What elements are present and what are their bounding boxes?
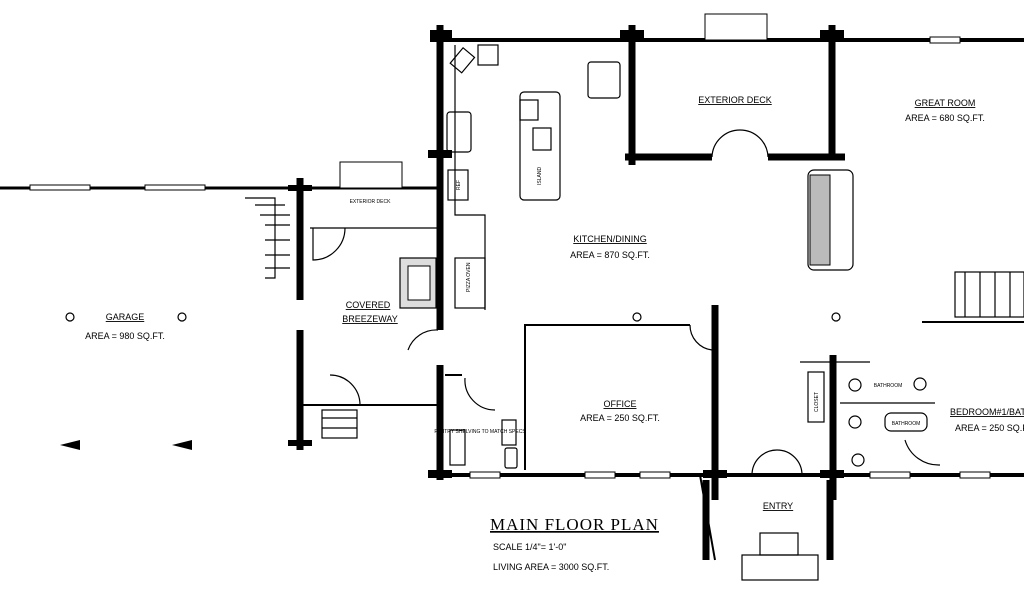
office-label: OFFICE bbox=[604, 399, 637, 409]
garage-stairs bbox=[245, 197, 290, 279]
garage-label: GARAGE bbox=[106, 312, 145, 322]
plan-title: MAIN FLOOR PLAN bbox=[490, 515, 659, 534]
bedroom-area: AREA = 250 SQ.FT. bbox=[955, 423, 1024, 433]
pizza-oven-label: PIZZA OVEN bbox=[466, 262, 472, 292]
breezeway-deck-label: EXTERIOR DECK bbox=[350, 199, 392, 205]
office-area: AREA = 250 SQ.FT. bbox=[580, 413, 660, 423]
great-room-area: AREA = 680 SQ.FT. bbox=[905, 113, 985, 123]
garage-walls bbox=[0, 178, 312, 450]
bathroom-label-1: BATHROOM bbox=[874, 383, 903, 389]
ref-label: REF bbox=[456, 180, 462, 190]
living-area: LIVING AREA = 3000 SQ.FT. bbox=[493, 562, 609, 572]
plan-scale: SCALE 1/4"= 1'-0" bbox=[493, 542, 566, 552]
island-label: ISLAND bbox=[537, 167, 543, 185]
pantry-label: PANTRY SHELVING TO MATCH SPECS bbox=[434, 429, 526, 435]
kitchen-label: KITCHEN/DINING bbox=[573, 234, 647, 244]
breezeway-label-1: COVERED bbox=[346, 300, 391, 310]
garage-area: AREA = 980 SQ.FT. bbox=[85, 331, 165, 341]
house-walls bbox=[428, 13, 1024, 561]
kitchen-area: AREA = 870 SQ.FT. bbox=[570, 250, 650, 260]
closet-label: CLOSET bbox=[814, 392, 820, 412]
breezeway-label-2: BREEZEWAY bbox=[342, 314, 398, 324]
bathroom-label-2: BATHROOM bbox=[892, 421, 921, 427]
bedroom-label: BEDROOM#1/BAT bbox=[950, 407, 1024, 417]
great-room-label: GREAT ROOM bbox=[915, 98, 976, 108]
deck-label: EXTERIOR DECK bbox=[698, 95, 772, 105]
entry-label: ENTRY bbox=[763, 501, 793, 511]
